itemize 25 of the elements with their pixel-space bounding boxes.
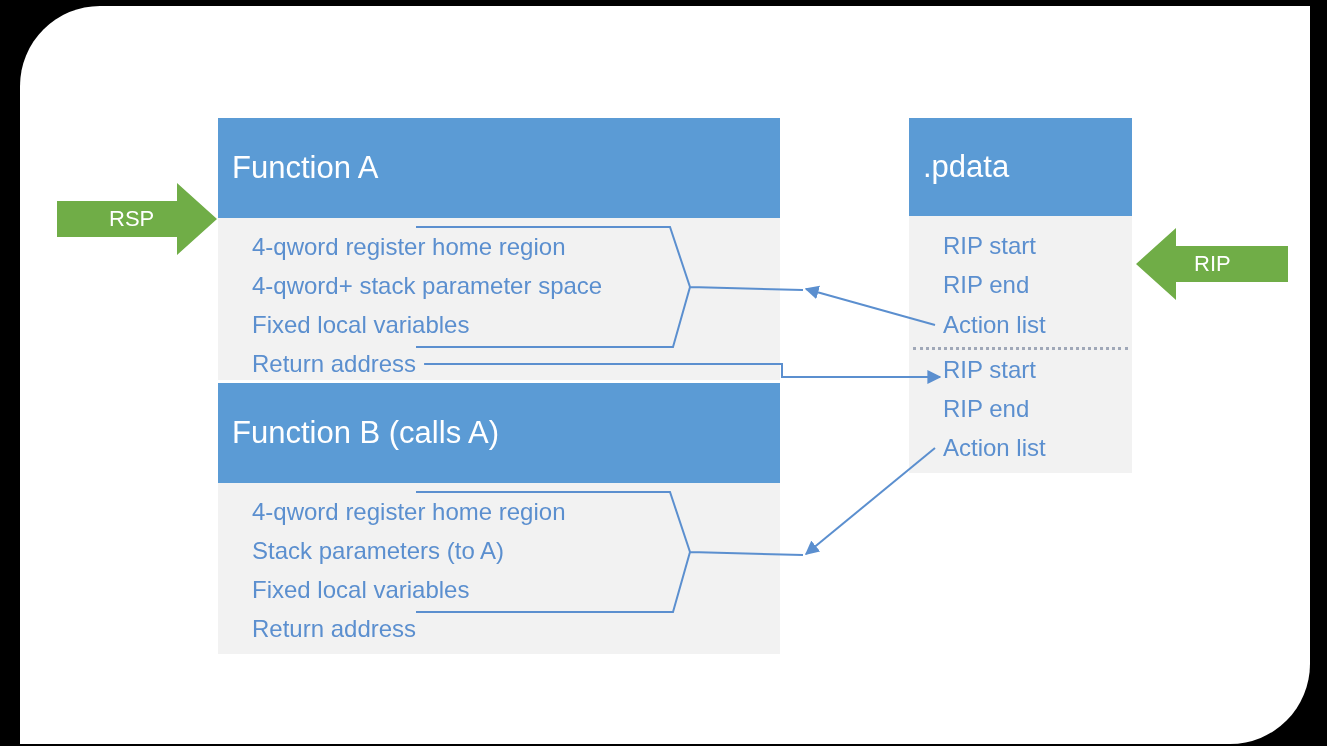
frame-title: Function A (232, 150, 379, 186)
frame-title: .pdata (923, 149, 1010, 185)
field-label: RIP end (943, 395, 1030, 423)
field-label: Action list (943, 311, 1046, 339)
frame-title: Function B (calls A) (232, 415, 500, 451)
field-label: RIP end (943, 271, 1030, 299)
field-label: Return address (252, 350, 417, 378)
field-label: Stack parameters (to A) (252, 537, 505, 565)
field-label: Fixed local variables (252, 311, 470, 339)
arrow-label: RIP (1194, 251, 1231, 277)
field-label: Return address (252, 615, 417, 643)
field-label: Action list (943, 434, 1046, 462)
field-label: RIP start (943, 356, 1036, 384)
block-arrow (1136, 228, 1288, 300)
arrow (804, 447, 936, 555)
field-label: 4-qword register home region (252, 233, 566, 261)
block-arrow (57, 183, 217, 255)
field-label: 4-qword register home region (252, 498, 566, 526)
stack-frame-panel (909, 118, 1132, 473)
field-label: 4-qword+ stack parameter space (252, 272, 603, 300)
field-label: RIP start (943, 232, 1036, 260)
field-label: Fixed local variables (252, 576, 470, 604)
arrow (804, 285, 936, 326)
arrow-label: RSP (109, 206, 155, 232)
arrow (423, 363, 942, 384)
